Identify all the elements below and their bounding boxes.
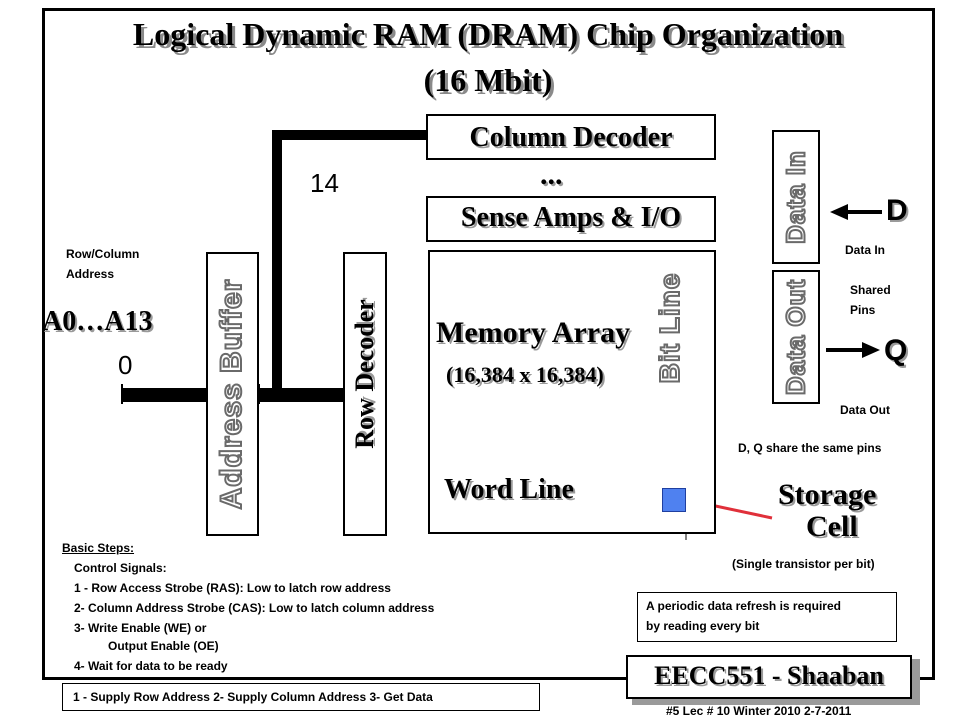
title-line-2: (16 Mbit) [423, 62, 553, 98]
column-ellipsis: ... [540, 158, 563, 191]
memory-array-block [428, 250, 716, 534]
refresh-note-line-2: by reading every bit [646, 619, 760, 633]
d-arrowhead [830, 204, 848, 220]
step-item: 4- Wait for data to be ready [74, 659, 228, 673]
step-item: 2- Column Address Strobe (CAS): Low to l… [74, 601, 435, 615]
d-pin-label: D [886, 194, 908, 227]
address-bus-in [122, 388, 206, 402]
basic-steps-heading: Basic Steps: [62, 541, 135, 555]
slide-frame [42, 8, 935, 680]
step-item: Output Enable (OE) [108, 639, 219, 653]
address-pins-label: A0…A13 [42, 306, 153, 337]
row-decoder-block [343, 252, 387, 536]
course-badge: EECC551 - Shaaban [626, 655, 912, 699]
footer-steps: 1 - Supply Row Address 2- Supply Column … [62, 683, 540, 711]
bus-width-0: 0 [118, 350, 133, 380]
row-address-bus [259, 388, 343, 402]
column-address-bus-horizontal [272, 130, 426, 140]
title-line-1: Logical Dynamic RAM (DRAM) Chip Organiza… [132, 16, 844, 52]
step-item: 1 - Row Access Strobe (RAS): Low to latc… [74, 581, 391, 595]
refresh-note-line-1: A periodic data refresh is required [646, 599, 841, 613]
data-out-caption: Data Out [840, 403, 891, 417]
address-label: Address [66, 267, 115, 281]
data-in-caption: Data In [845, 243, 886, 257]
memory-array-label: Memory Array [436, 316, 631, 349]
refresh-note-box: A periodic data refresh is required by r… [637, 592, 897, 642]
storage-label: Storage [778, 478, 877, 511]
shared-pins-line-2: Pins [850, 303, 876, 317]
shared-pins-line-1: Shared [850, 283, 891, 297]
share-note: D, Q share the same pins [738, 441, 882, 455]
column-decoder-label: Column Decoder [469, 122, 673, 153]
storage-note: (Single transistor per bit) [732, 557, 875, 571]
storage-cell [662, 488, 686, 512]
word-line-label: Word Line [444, 474, 574, 505]
data-in-label: Data In [780, 149, 812, 245]
q-pin-label: Q [884, 334, 908, 367]
address-buffer-label: Address Buffer [214, 278, 249, 511]
column-address-bus-vertical [272, 130, 282, 390]
sense-amps-block [426, 196, 716, 242]
row-decoder-label: Row Decoder [350, 299, 379, 449]
bit-line-label: Bit Line [653, 272, 686, 385]
control-signals-label: Control Signals: [74, 561, 167, 575]
column-decoder-block [426, 114, 716, 160]
row-column-label: Row/Column [66, 247, 140, 261]
address-buffer-block [206, 252, 259, 536]
cell-label: Cell [806, 510, 858, 543]
lecture-info: #5 Lec # 10 Winter 2010 2-7-2011 [666, 704, 852, 718]
data-out-label: Data Out [780, 278, 812, 396]
memory-array-size: (16,384 x 16,384) [446, 362, 604, 387]
bus-width-14: 14 [310, 168, 339, 198]
data-out-block [772, 270, 820, 404]
sense-amps-label: Sense Amps & I/O [460, 202, 682, 233]
q-arrowhead [862, 342, 880, 358]
data-in-block [772, 130, 820, 264]
step-item: 3- Write Enable (WE) or [74, 621, 207, 635]
